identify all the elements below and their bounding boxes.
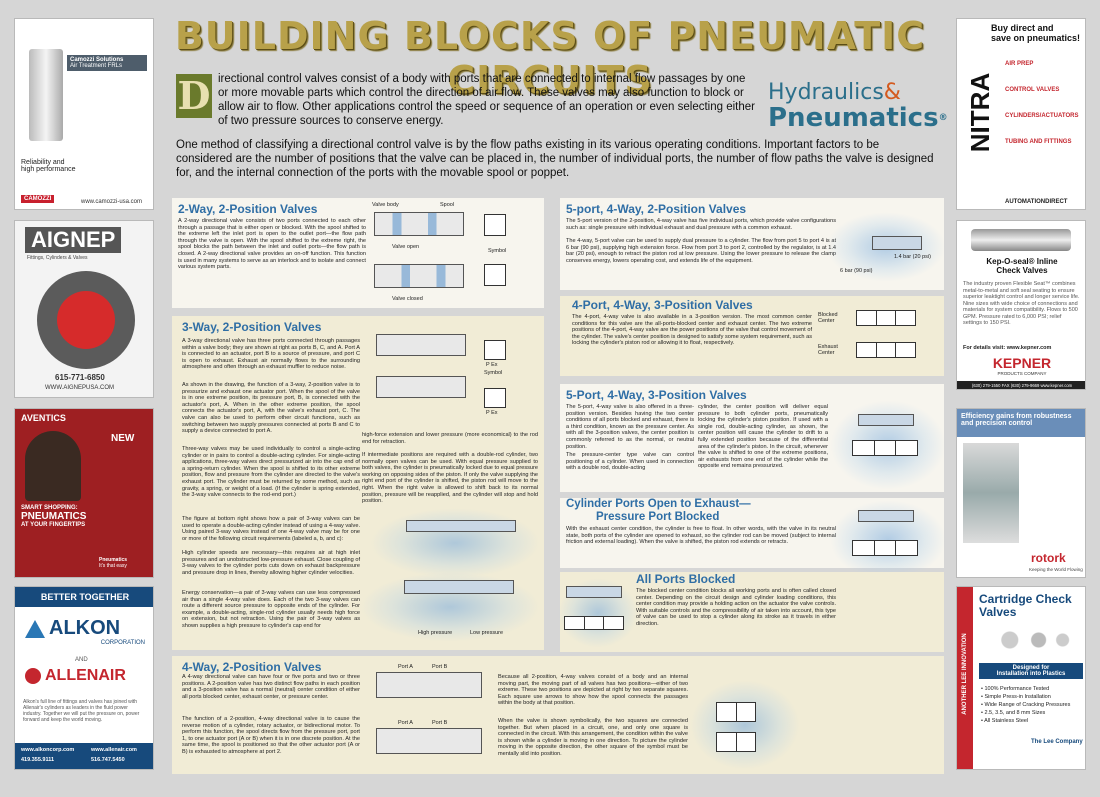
- valve-open-drawing: [374, 212, 464, 236]
- section-all-ports-blocked-title: All Ports Blocked: [636, 572, 736, 586]
- section-2way-text: A 2-way directional valve consists of tw…: [178, 218, 366, 271]
- exhaust-center-symbol: [856, 342, 916, 358]
- ad-aignep[interactable]: AIGNEP Fittings, Cylinders & Valves 615-…: [14, 220, 154, 398]
- hydraulics-pneumatics-logo: Hydraulics& Pneumatics®: [768, 80, 948, 133]
- section-3way-title: 3-Way, 2-Position Valves: [182, 320, 322, 334]
- 5port-3pos-symbol: [852, 440, 918, 456]
- section-2way: [172, 198, 544, 308]
- alkon-logo: ALKON CORPORATION: [25, 617, 145, 646]
- 3way-symbol-bottom: [484, 388, 506, 408]
- alkon-header: BETTER TOGETHER: [15, 587, 153, 607]
- nitra-logo: NITRA: [965, 72, 996, 153]
- lee-bullets: • 100% Performance Tested• Simple Press-…: [981, 686, 1071, 724]
- valve-closed-drawing: [374, 264, 464, 288]
- 2way-symbol-bottom: [484, 264, 506, 286]
- ad-camozzi[interactable]: Camozzi Solutions Air Treatment FRLs Rel…: [14, 18, 154, 210]
- aventics-headline: SMART SHOPPING: PNEUMATICS AT YOUR FINGE…: [21, 505, 87, 528]
- frl-unit-image: [29, 49, 63, 141]
- section-4port-3pos: [560, 296, 944, 376]
- dropcap: D: [176, 73, 212, 118]
- alkon-footer: www.alkoncorp.com www.allenair.com 419.3…: [15, 743, 153, 769]
- section-4port-3pos-title: 4-Port, 4-Way, 3-Position Valves: [572, 298, 753, 312]
- kepner-logo: KEPNER PRODUCTS COMPANY: [992, 355, 1052, 376]
- alkon-triangle-icon: [25, 619, 45, 638]
- method-paragraph: One method of classifying a directional …: [176, 139, 934, 179]
- allenair-logo: ALLENAIR: [25, 667, 126, 685]
- rotork-products-image: [963, 443, 1019, 543]
- ad-alkon-allenair[interactable]: BETTER TOGETHER ALKON CORPORATION AND AL…: [14, 586, 154, 770]
- section-cylinder-exhaust-title: Cylinder Ports Open to Exhaust—Pressure …: [566, 498, 751, 523]
- aventics-tagline: Pneumatics It's that easy: [99, 557, 128, 569]
- camozzi-badge: Camozzi Solutions: [70, 57, 124, 63]
- section-4way: [172, 656, 944, 774]
- paired-3way-circuit: [406, 520, 516, 532]
- intro-paragraph: D irectional control valves consist of a…: [176, 73, 755, 127]
- 3way-symbol-top: [484, 340, 506, 360]
- ad-aventics[interactable]: AVENTICS NEW SMART SHOPPING: PNEUMATICS …: [14, 408, 154, 578]
- 4way-symbol-top: [716, 702, 756, 722]
- blocked-center-cylinder: [566, 586, 622, 598]
- exhaust-center-cylinder: [858, 510, 914, 522]
- page-title: BUILDING BLOCKS OF PNEUMATIC CIRCUITS: [174, 14, 926, 102]
- nitra-footer[interactable]: AUTOMATIONDIRECT: [1005, 199, 1068, 205]
- 3way-valve-drawing-bottom: [376, 376, 466, 398]
- 5port-cylinder-circuit: [872, 236, 922, 250]
- lee-side-band: ANOTHER LEE INNOVATION: [957, 587, 973, 769]
- cartridge-valves-image: [981, 623, 1077, 657]
- aignep-phone: 615-771-6850: [55, 373, 105, 382]
- 2way-symbol-top: [484, 214, 506, 236]
- rotork-logo: rotork: [1031, 551, 1066, 565]
- camozzi-logo: CAMOZZI: [21, 195, 55, 203]
- 5port-3pos-cylinder: [858, 414, 914, 426]
- person-image: [25, 431, 81, 501]
- double-rod-circuit: [404, 580, 514, 594]
- lee-logo: The Lee Company: [1031, 739, 1083, 745]
- aventics-brand: AVENTICS: [21, 413, 66, 423]
- section-5port-2pos-title: 5-port, 4-Way, 2-Position Valves: [566, 202, 747, 216]
- aignep-logo: AIGNEP: [25, 227, 122, 253]
- section-2way-title: 2-Way, 2-Position Valves: [178, 202, 318, 216]
- aignep-url[interactable]: WWW.AIGNEPUSA.COM: [45, 385, 114, 391]
- blocked-center-circuit-symbol: [564, 616, 624, 630]
- 4way-symbol-bottom: [716, 732, 756, 752]
- 4way-valve-drawing-top: [376, 672, 482, 698]
- 4way-valve-drawing-bottom: [376, 728, 482, 754]
- section-4way-title: 4-Way, 2-Position Valves: [182, 660, 322, 674]
- aignep-ring: [37, 271, 135, 369]
- blocked-center-symbol: [856, 310, 916, 326]
- section-5port-3pos-title: 5-Port, 4-Way, 3-Position Valves: [566, 388, 747, 402]
- exhaust-center-circuit-symbol: [852, 540, 918, 556]
- 3way-valve-drawing-top: [376, 334, 466, 356]
- aventics-new-badge: NEW: [111, 433, 135, 444]
- check-valve-image: [971, 229, 1071, 251]
- camozzi-url[interactable]: www.camozzi-usa.com: [81, 199, 143, 205]
